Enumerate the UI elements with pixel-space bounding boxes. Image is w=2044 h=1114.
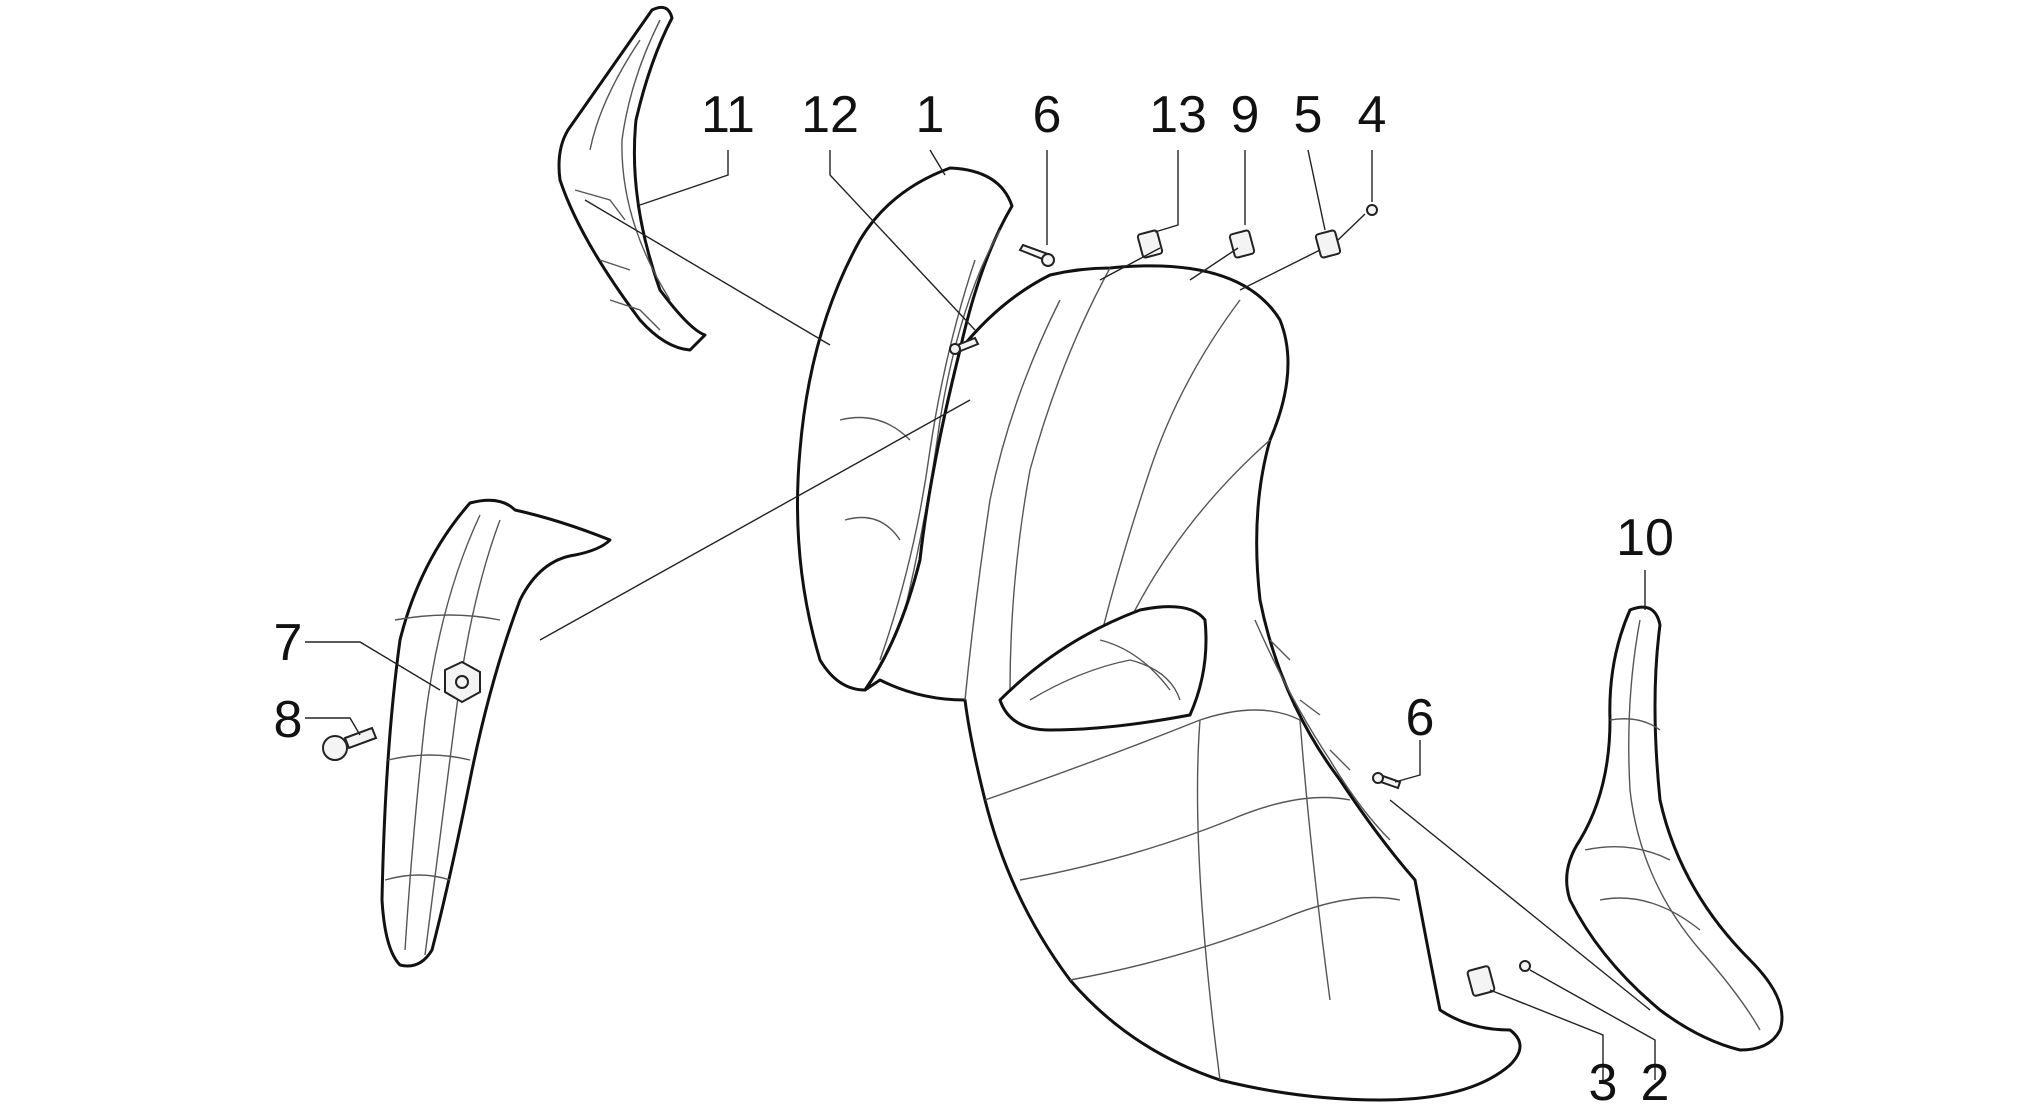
clip-3[interactable] xyxy=(1466,965,1496,997)
leader-lines xyxy=(305,149,1656,1080)
callout-1: 1 xyxy=(916,86,945,144)
screw-8[interactable] xyxy=(322,726,378,761)
callout-6-lower: 6 xyxy=(1406,689,1435,747)
callout-7: 7 xyxy=(274,614,303,672)
callout-6-upper: 6 xyxy=(1033,86,1062,144)
part-1-front-shield[interactable] xyxy=(796,166,1522,1102)
part-7-left-side-panel[interactable] xyxy=(380,498,612,968)
callout-13: 13 xyxy=(1149,86,1207,144)
hardware xyxy=(322,204,1531,997)
screw-6-upper[interactable] xyxy=(1018,243,1055,267)
screw-6-lower[interactable] xyxy=(1372,772,1402,790)
clip-5[interactable] xyxy=(1314,229,1342,259)
callout-10: 10 xyxy=(1616,509,1674,567)
part-11-trim-strip[interactable] xyxy=(557,5,707,352)
clip-9[interactable] xyxy=(1228,229,1256,259)
callout-3: 3 xyxy=(1589,1054,1618,1112)
screw-12[interactable] xyxy=(949,336,980,355)
part-10-right-side-panel[interactable] xyxy=(1565,605,1784,1052)
screw-4[interactable] xyxy=(1366,204,1378,216)
callout-2: 2 xyxy=(1641,1054,1670,1112)
callout-labels: 11 12 1 6 13 9 5 4 10 7 8 6 3 2 xyxy=(274,86,1674,1112)
callout-5: 5 xyxy=(1294,86,1323,144)
nut-7[interactable] xyxy=(444,660,481,704)
callout-11: 11 xyxy=(701,86,755,144)
callout-4: 4 xyxy=(1358,86,1387,144)
screw-2[interactable] xyxy=(1519,960,1531,972)
callout-8: 8 xyxy=(274,691,303,749)
callout-12: 12 xyxy=(801,86,859,144)
callout-9: 9 xyxy=(1231,86,1260,144)
